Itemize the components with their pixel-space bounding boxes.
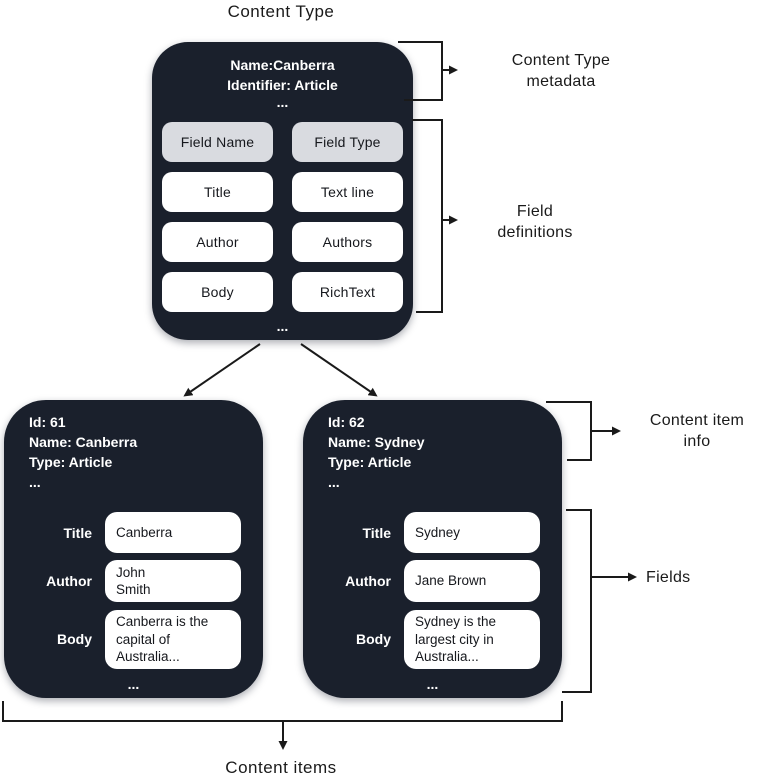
content-item-box-61: Id: 61 Name: Canberra Type: Article ... … (4, 400, 263, 698)
field-value-author: Jane Brown (404, 560, 540, 602)
item-name-line: Name: Canberra (29, 434, 138, 450)
content-item-info-label: Content item info (649, 412, 745, 450)
content-item-info-header: Id: 62 Name: Sydney Type: Article ... (328, 412, 548, 492)
arrow-to-item-62 (300, 343, 378, 397)
field-label-title: Title (362, 524, 391, 541)
field-name-chip-author: Author (162, 222, 273, 262)
field-type-chip-authors: Authors (292, 222, 403, 262)
field-definitions-label: Field definitions (497, 203, 573, 241)
content-type-metadata-label: Content Type metadata (511, 52, 611, 90)
field-row-title: Title Sydney (303, 512, 562, 553)
field-value-title: Sydney (404, 512, 540, 553)
content-type-name-line: Name:Canberra (230, 57, 335, 73)
content-type-footer-ellipsis: ... (276, 318, 289, 334)
field-name-header-chip: Field Name (162, 122, 273, 162)
content-type-title: Content Type (227, 2, 335, 21)
content-type-metadata-header: Name:Canberra Identifier: Article ... (152, 55, 413, 109)
field-label-body: Body (57, 631, 92, 648)
field-row-author: Author Jane Brown (303, 560, 562, 602)
field-value-body: Canberra is the capital of Australia... (105, 610, 241, 669)
content-item-box-62: Id: 62 Name: Sydney Type: Article ... Ti… (303, 400, 562, 698)
field-row-body: Body Canberra is the capital of Australi… (4, 610, 263, 669)
item-id-line: Id: 61 (29, 414, 66, 430)
field-row-title: Title Canberra (4, 512, 263, 553)
field-label-body: Body (356, 631, 391, 648)
arrow-to-item-61 (183, 343, 261, 397)
content-item-info-header: Id: 61 Name: Canberra Type: Article ... (29, 412, 249, 492)
item-footer-ellipsis: ... (127, 676, 140, 692)
field-row-body: Body Sydney is the largest city in Austr… (303, 610, 562, 669)
fields-label: Fields (646, 569, 691, 586)
field-value-title: Canberra (105, 512, 241, 553)
bracket-fields (562, 509, 592, 693)
field-definition-table: Field Name Field Type Title Text line Au… (162, 122, 403, 312)
bracket-field-definitions (412, 119, 443, 313)
field-type-chip-textline: Text line (292, 172, 403, 212)
field-label-title: Title (63, 524, 92, 541)
field-type-header-chip: Field Type (292, 122, 403, 162)
item-type-line: Type: Article (29, 454, 113, 470)
item-name-line: Name: Sydney (328, 434, 425, 450)
content-type-box: Name:Canberra Identifier: Article ... Fi… (152, 42, 413, 340)
field-name-chip-body: Body (162, 272, 273, 312)
field-label-author: Author (46, 573, 92, 589)
item-header-ellipsis: ... (328, 474, 340, 490)
field-row-author: Author John Smith (4, 560, 263, 602)
item-id-line: Id: 62 (328, 414, 365, 430)
field-type-chip-richtext: RichText (292, 272, 403, 312)
bracket-content-items (2, 701, 563, 722)
item-footer-ellipsis: ... (426, 676, 439, 692)
item-header-ellipsis: ... (29, 474, 41, 490)
field-label-author: Author (345, 573, 391, 589)
content-type-ellipsis: ... (276, 94, 289, 110)
content-type-identifier-line: Identifier: Article (227, 77, 338, 93)
field-name-chip-title: Title (162, 172, 273, 212)
item-type-line: Type: Article (328, 454, 412, 470)
field-value-body: Sydney is the largest city in Australia.… (404, 610, 540, 669)
content-items-label: Content items (225, 758, 337, 777)
field-value-author: John Smith (105, 560, 241, 602)
